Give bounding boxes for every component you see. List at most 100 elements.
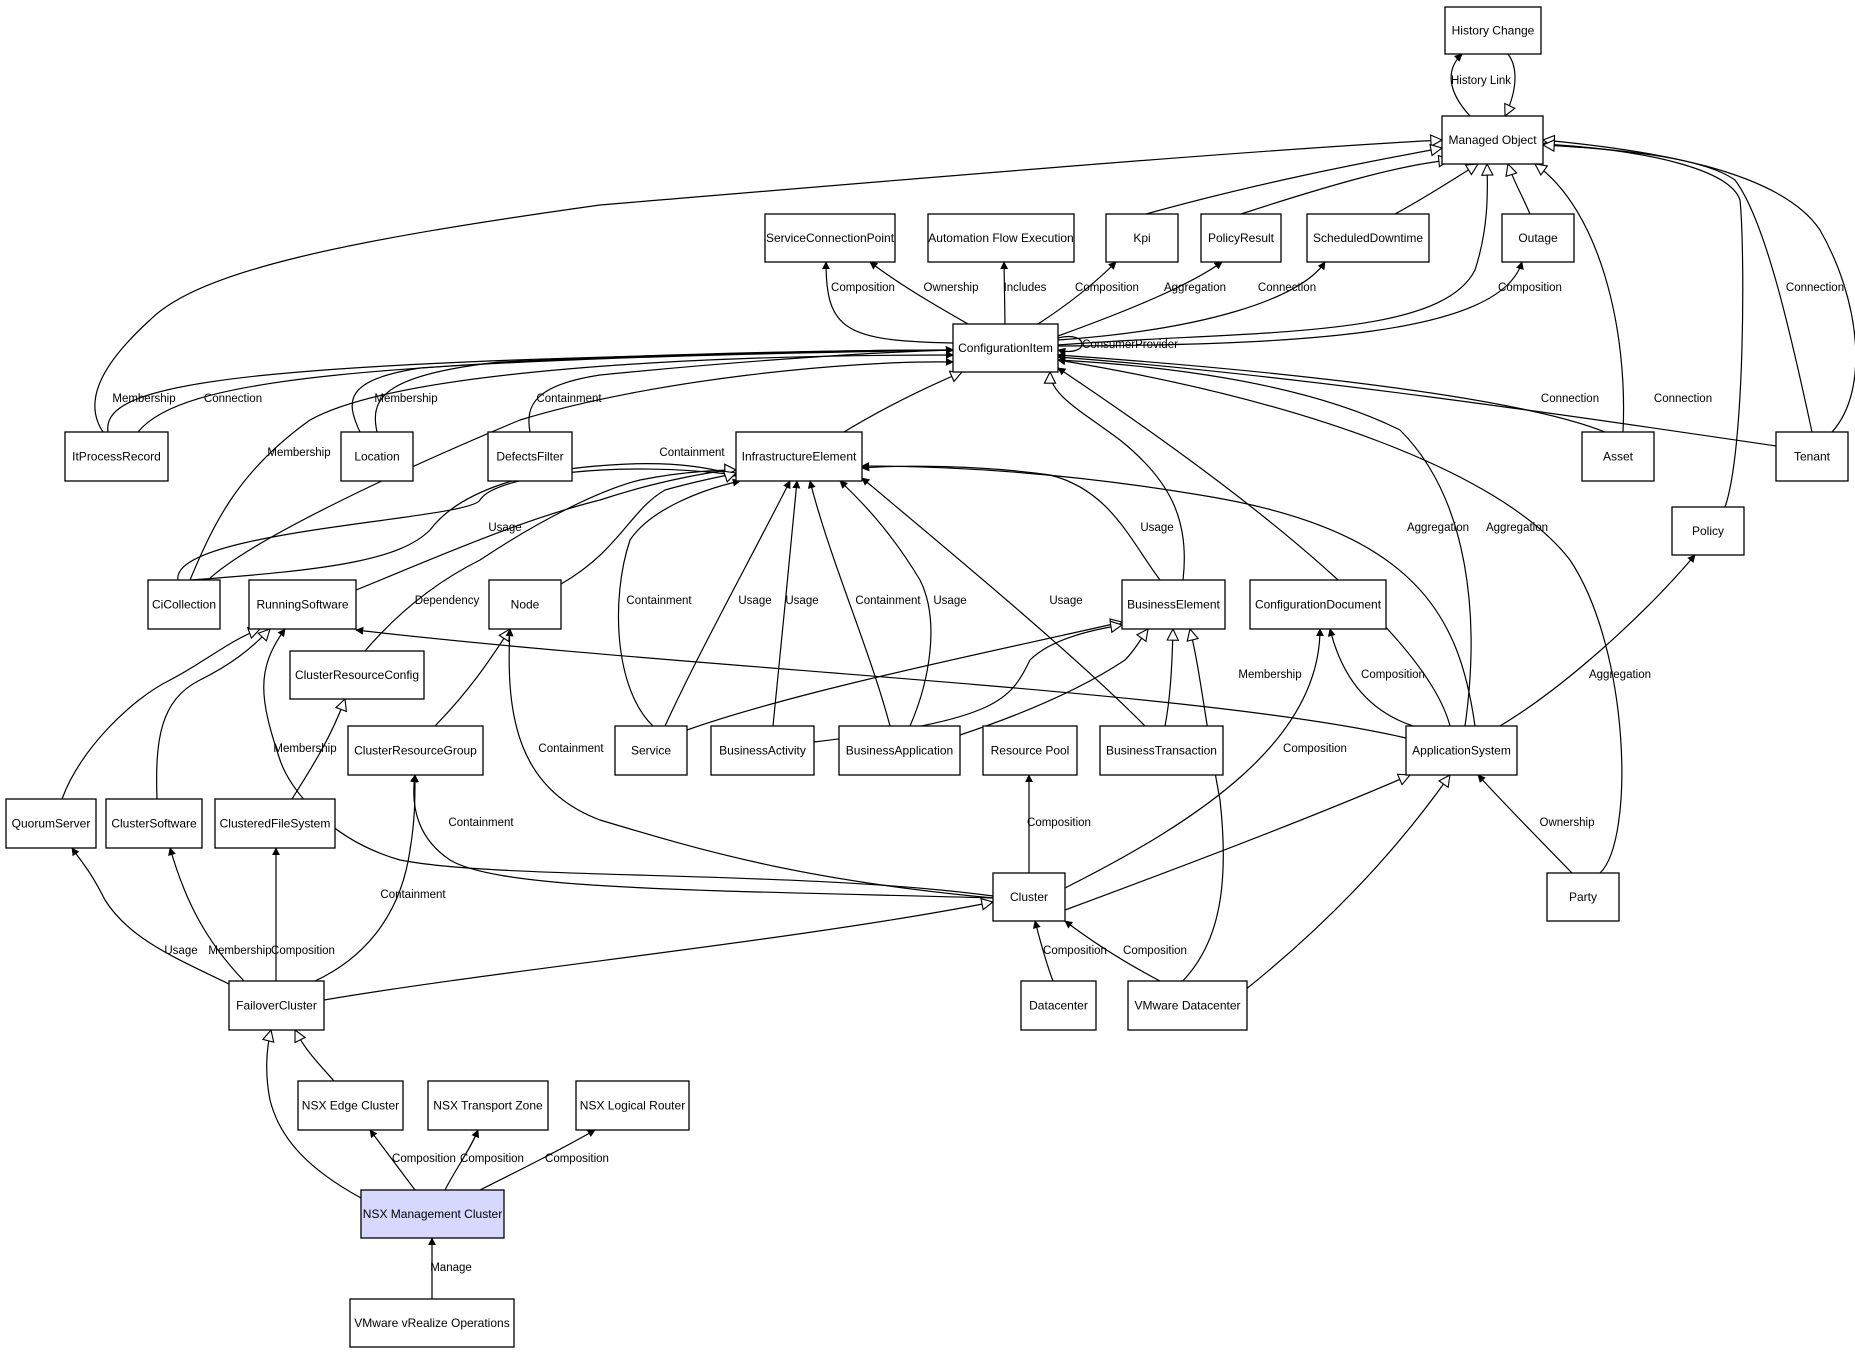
node-cluster[interactable]: Cluster xyxy=(992,872,1066,922)
node-application-system[interactable]: ApplicationSystem xyxy=(1405,725,1518,776)
node-kpi[interactable]: Kpi xyxy=(1105,213,1179,263)
edge-running-software-to-infrastructure-element xyxy=(355,470,736,591)
node-service[interactable]: Service xyxy=(614,725,688,776)
node-business-transaction[interactable]: BusinessTransaction xyxy=(1099,725,1224,776)
edge-quorum-server-to-running-software xyxy=(61,629,260,800)
node-managed-object[interactable]: Managed Object xyxy=(1441,115,1544,165)
node-label: Automation Flow Execution xyxy=(928,231,1073,245)
edges-layer xyxy=(61,53,1855,1299)
node-label: PolicyResult xyxy=(1208,231,1275,245)
node-scheduled-downtime[interactable]: ScheduledDowntime xyxy=(1306,213,1430,263)
node-resource-pool[interactable]: Resource Pool xyxy=(982,725,1078,776)
node-tenant[interactable]: Tenant xyxy=(1775,431,1849,482)
node-defects-filter[interactable]: DefectsFilter xyxy=(487,431,573,482)
edge-label: Composition xyxy=(1075,282,1139,294)
edge-configuration-item-to-managed-object xyxy=(1057,164,1487,346)
edge-label: Containment xyxy=(659,447,725,459)
edge-configuration-item-to-policy-result xyxy=(1057,261,1223,337)
node-quorum-server[interactable]: QuorumServer xyxy=(5,798,97,849)
node-location[interactable]: Location xyxy=(340,431,414,482)
edge-label: Dependency xyxy=(415,595,480,607)
edge-datacenter-to-cluster xyxy=(1032,920,1054,982)
node-box xyxy=(614,725,688,776)
edge-label: Manage xyxy=(430,1262,472,1274)
node-cluster-resource-config[interactable]: ClusterResourceConfig xyxy=(289,650,425,700)
node-automation-flow-execution[interactable]: Automation Flow Execution xyxy=(927,213,1075,263)
node-infrastructure-element[interactable]: InfrastructureElement xyxy=(735,431,863,482)
node-nsx-logical-router[interactable]: NSX Logical Router xyxy=(575,1080,690,1131)
node-failover-cluster[interactable]: FailoverCluster xyxy=(228,980,325,1031)
node-label: Party xyxy=(1569,890,1597,904)
node-vmware-datacenter[interactable]: VMware Datacenter xyxy=(1127,980,1248,1031)
edge-policy-result-to-managed-object xyxy=(1240,160,1450,215)
edge-label: History Link xyxy=(1451,75,1511,87)
node-configuration-document[interactable]: ConfigurationDocument xyxy=(1249,579,1387,630)
edge-label: Containment xyxy=(538,743,604,755)
node-configuration-item[interactable]: ConfigurationItem xyxy=(952,323,1059,373)
edge-failover-cluster-to-cluster xyxy=(323,902,993,1001)
edge-line xyxy=(295,1030,335,1082)
node-box xyxy=(1441,115,1544,165)
node-cluster-resource-group[interactable]: ClusterResourceGroup xyxy=(347,725,484,776)
node-vrealize-operations[interactable]: VMware vRealize Operations xyxy=(349,1298,515,1348)
node-label: DefectsFilter xyxy=(496,450,563,464)
node-policy-result[interactable]: PolicyResult xyxy=(1200,213,1282,263)
node-running-software[interactable]: RunningSoftware xyxy=(248,579,357,630)
node-policy[interactable]: Policy xyxy=(1671,506,1745,556)
edge-label: Composition xyxy=(460,1153,524,1165)
edge-line xyxy=(267,1030,362,1199)
node-box xyxy=(927,213,1075,263)
edge-line xyxy=(1057,353,1777,447)
edge-line xyxy=(1244,775,1450,991)
node-box xyxy=(228,980,325,1031)
node-label: RunningSoftware xyxy=(256,598,348,612)
node-label: Policy xyxy=(1692,524,1724,538)
node-asset[interactable]: Asset xyxy=(1581,431,1655,482)
node-nsx-edge-cluster[interactable]: NSX Edge Cluster xyxy=(297,1080,404,1131)
edge-line xyxy=(861,463,1161,581)
edge-cluster-to-application-system xyxy=(1064,775,1410,911)
edge-line xyxy=(156,629,270,800)
node-business-application[interactable]: BusinessApplication xyxy=(838,725,961,776)
node-party[interactable]: Party xyxy=(1546,872,1620,922)
node-label: Node xyxy=(511,598,540,612)
edge-application-system-to-infrastructure-element xyxy=(861,462,1476,727)
node-box xyxy=(5,798,97,849)
edge-business-activity-to-business-element xyxy=(813,625,1122,743)
node-business-activity[interactable]: BusinessActivity xyxy=(710,725,815,776)
edge-label: Aggregation xyxy=(1589,669,1651,681)
node-it-process-record[interactable]: ItProcessRecord xyxy=(64,431,169,482)
node-ci-collection[interactable]: CiCollection xyxy=(147,579,221,630)
edge-line xyxy=(1064,628,1324,889)
edge-vmware-datacenter-to-cluster xyxy=(1064,920,1161,982)
edge-asset-to-managed-object xyxy=(1535,164,1625,433)
node-cluster-software[interactable]: ClusterSoftware xyxy=(105,798,203,849)
node-datacenter[interactable]: Datacenter xyxy=(1020,980,1097,1031)
node-node[interactable]: Node xyxy=(488,579,562,630)
node-outage[interactable]: Outage xyxy=(1501,213,1575,263)
node-nsx-management-cluster[interactable]: NSX Management Cluster xyxy=(360,1189,505,1239)
node-box xyxy=(992,872,1066,922)
edge-line xyxy=(1508,164,1531,215)
node-business-element[interactable]: BusinessElement xyxy=(1121,579,1226,630)
edge-line xyxy=(323,902,993,1001)
edge-business-application-to-infrastructure-element xyxy=(839,480,932,727)
node-label: QuorumServer xyxy=(12,817,91,831)
node-service-connection-point[interactable]: ServiceConnectionPoint xyxy=(764,213,896,263)
node-nsx-transport-zone[interactable]: NSX Transport Zone xyxy=(427,1080,549,1131)
node-box xyxy=(487,431,573,482)
edge-configuration-item-to-service-connection-point xyxy=(822,261,954,344)
edge-label: Usage xyxy=(1049,595,1082,607)
edge-business-element-to-configuration-item xyxy=(1050,372,1185,581)
edge-label: Composition xyxy=(545,1153,609,1165)
node-label: ClusterResourceConfig xyxy=(295,668,419,682)
edge-line xyxy=(189,463,737,581)
edge-business-application-to-infrastructure-element xyxy=(807,480,891,727)
edge-label: Membership xyxy=(208,945,271,957)
node-history-change[interactable]: History Change xyxy=(1444,6,1542,55)
node-label: ScheduledDowntime xyxy=(1313,231,1423,245)
edge-service-to-infrastructure-element xyxy=(664,480,791,727)
edge-node-to-infrastructure-element xyxy=(560,473,736,585)
node-box xyxy=(349,1298,515,1348)
node-clustered-file-system[interactable]: ClusteredFileSystem xyxy=(214,798,336,849)
